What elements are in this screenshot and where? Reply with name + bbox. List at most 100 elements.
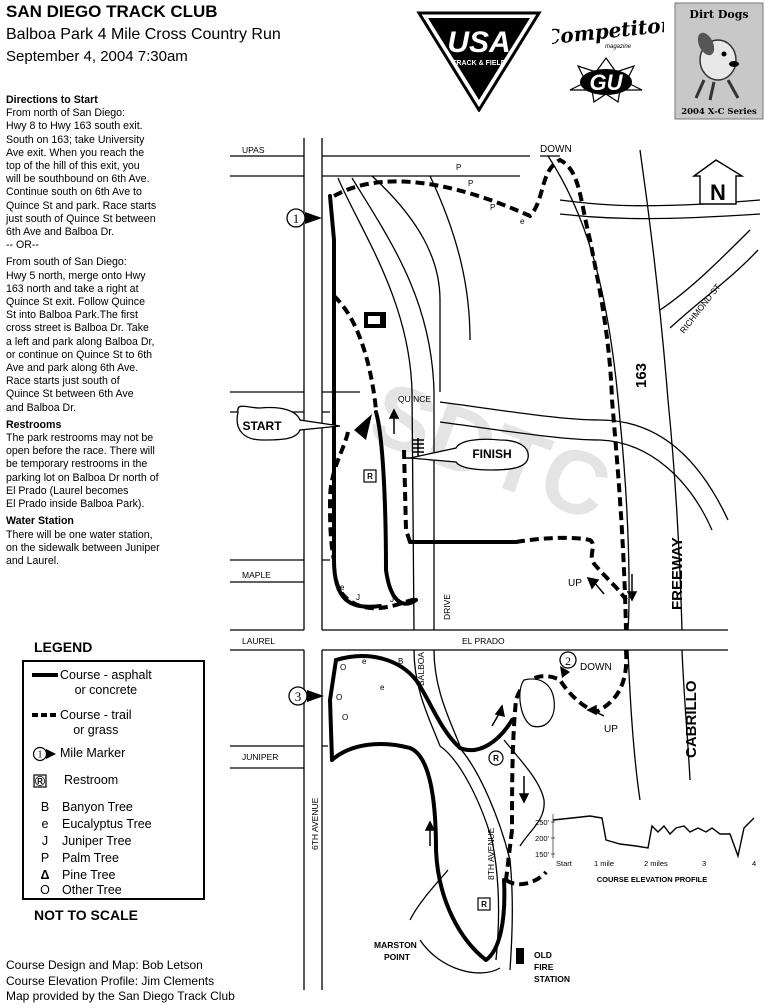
competitor-sub: magazine: [605, 44, 632, 50]
svg-text:O: O: [342, 713, 348, 722]
directions-panel: Directions to Start From north of San Di…: [6, 94, 211, 572]
elev-x-3: 3: [702, 859, 706, 868]
label-old: OLD: [534, 950, 552, 960]
elevation-profile: 250' 200' 150' Start 1 mile 2 miles 3 4 …: [535, 806, 760, 888]
start-arrow: [354, 414, 372, 440]
finish-bubble: [409, 438, 529, 471]
label-point: POINT: [384, 952, 411, 962]
start-label: START: [242, 419, 282, 433]
legend-trail-label: Course - trail or grass: [60, 708, 132, 737]
street-balboa: BALBOA: [416, 652, 426, 686]
event-title: Balboa Park 4 Mile Cross Country Run: [6, 26, 281, 43]
directions-south: From south of San Diego: Hwy 5 north, me…: [6, 256, 155, 414]
not-to-scale: NOT TO SCALE: [34, 907, 138, 923]
elev-x-start: Start: [556, 859, 573, 868]
label-up-1: UP: [568, 578, 582, 589]
street-juniper: JUNIPER: [242, 752, 278, 762]
restroom-1-letter: R: [367, 472, 373, 481]
street-laurel: LAUREL: [242, 636, 275, 646]
gu-text: GU: [590, 70, 624, 95]
tree-name-other: Other Tree: [62, 883, 122, 897]
street-el-prado: EL PRADO: [462, 636, 505, 646]
bush-shape: [519, 678, 555, 728]
credit-design: Course Design and Map: Bob Letson: [6, 958, 203, 972]
mile-2-number: 2: [565, 654, 571, 668]
restroom-2-letter: R: [493, 754, 499, 763]
restroom-symbol-3: R: [477, 897, 491, 911]
svg-text:e: e: [520, 217, 525, 226]
restroom-symbol-1: R: [363, 469, 377, 483]
svg-text:e: e: [340, 583, 345, 592]
tree-key-eucalyptus: e: [41, 817, 49, 831]
mile-3-number: 3: [295, 689, 302, 704]
course-trail: [327, 157, 629, 887]
water-title: Water Station: [6, 515, 74, 528]
restrooms-text: The park restrooms may not be open befor…: [6, 432, 159, 511]
svg-text:B: B: [398, 657, 403, 666]
tree-name-juniper: Juniper Tree: [62, 834, 132, 848]
north-arrow-icon: N: [691, 159, 745, 205]
credit-profile: Course Elevation Profile: Jim Clements: [6, 973, 215, 988]
dirt-dogs-series: 2004 X-C Series: [681, 107, 757, 117]
svg-text:J: J: [356, 593, 360, 602]
legend-tree-palm: P Palm Tree: [32, 851, 119, 866]
course-map: SDTC: [230, 138, 761, 990]
svg-text:P: P: [468, 179, 473, 188]
legend-restroom: R Restroom: [32, 773, 118, 789]
label-up-2: UP: [604, 724, 618, 735]
mile-marker-2: 2: [559, 651, 577, 678]
track-field-text: TRACK & FIELD: [452, 60, 506, 67]
legend-tree-banyon: B Banyon Tree: [32, 800, 133, 815]
restroom-icon-letter: R: [37, 777, 43, 786]
mile-1-number: 1: [293, 211, 300, 226]
svg-text:J: J: [390, 595, 394, 604]
svg-text:O: O: [340, 663, 346, 672]
trail-line-icon: [32, 713, 58, 717]
tree-key-pine: Δ: [40, 868, 50, 882]
svg-text:P: P: [456, 163, 461, 172]
usatf-logo: USA TRACK & FIELD: [416, 11, 542, 112]
elev-ticks: [551, 814, 555, 858]
building-courtyard: [368, 316, 380, 324]
freeway-label: FREEWAY: [669, 537, 686, 610]
street-sixth: 6TH AVENUE: [310, 797, 320, 850]
legend-tree-eucalyptus: e Eucalyptus Tree: [32, 817, 152, 832]
asphalt-line-icon: [32, 673, 58, 677]
label-marston: MARSTON: [374, 940, 417, 950]
dirt-dogs-logo: Dirt Dogs 2004 X-C Series: [674, 2, 764, 120]
directions-title: Directions to Start: [6, 94, 98, 106]
mile-marker-3: 3: [288, 686, 324, 706]
elev-x-2: 2 miles: [644, 859, 668, 868]
tree-key-banyon: B: [40, 800, 50, 814]
street-eighth: 8TH AVENUE: [486, 827, 496, 880]
street-maple: MAPLE: [242, 570, 271, 580]
gu-logo: GU: [569, 56, 643, 104]
restroom-3-letter: R: [481, 900, 487, 909]
legend-tree-pine: Δ Pine Tree: [32, 868, 116, 883]
street-drive: DRIVE: [442, 594, 452, 620]
tree-key-juniper: J: [41, 834, 49, 848]
competitor-logo: Competitor magazine: [552, 14, 664, 50]
tree-key-palm: P: [40, 851, 50, 865]
restroom-symbol-2: R: [488, 750, 504, 766]
tree-key-other: O: [40, 883, 50, 897]
event-date: September 4, 2004 7:30am: [6, 48, 188, 65]
elev-x-4: 4: [752, 859, 756, 868]
hwy-163: 163: [633, 363, 650, 388]
finish-label: FINISH: [472, 447, 511, 461]
usa-text: USA: [447, 26, 510, 59]
street-richmond: RICHMOND ST: [678, 282, 723, 335]
directions-north: From north of San Diego: Hwy 8 to Hwy 16…: [6, 107, 157, 252]
tree-name-palm: Palm Tree: [62, 851, 119, 865]
tree-name-pine: Pine Tree: [62, 868, 116, 882]
elev-y-200: 200': [535, 834, 550, 843]
restroom-icon: R: [33, 774, 47, 788]
water-text: There will be one water station, on the …: [6, 528, 160, 567]
elev-x-1: 1 mile: [594, 859, 614, 868]
elevation-profile-box: [550, 806, 760, 888]
dirt-dogs-text: Dirt Dogs: [689, 8, 748, 21]
label-fire: FIRE: [534, 962, 554, 972]
elev-y-250: 250': [535, 818, 550, 827]
street-upas: UPAS: [242, 145, 265, 155]
